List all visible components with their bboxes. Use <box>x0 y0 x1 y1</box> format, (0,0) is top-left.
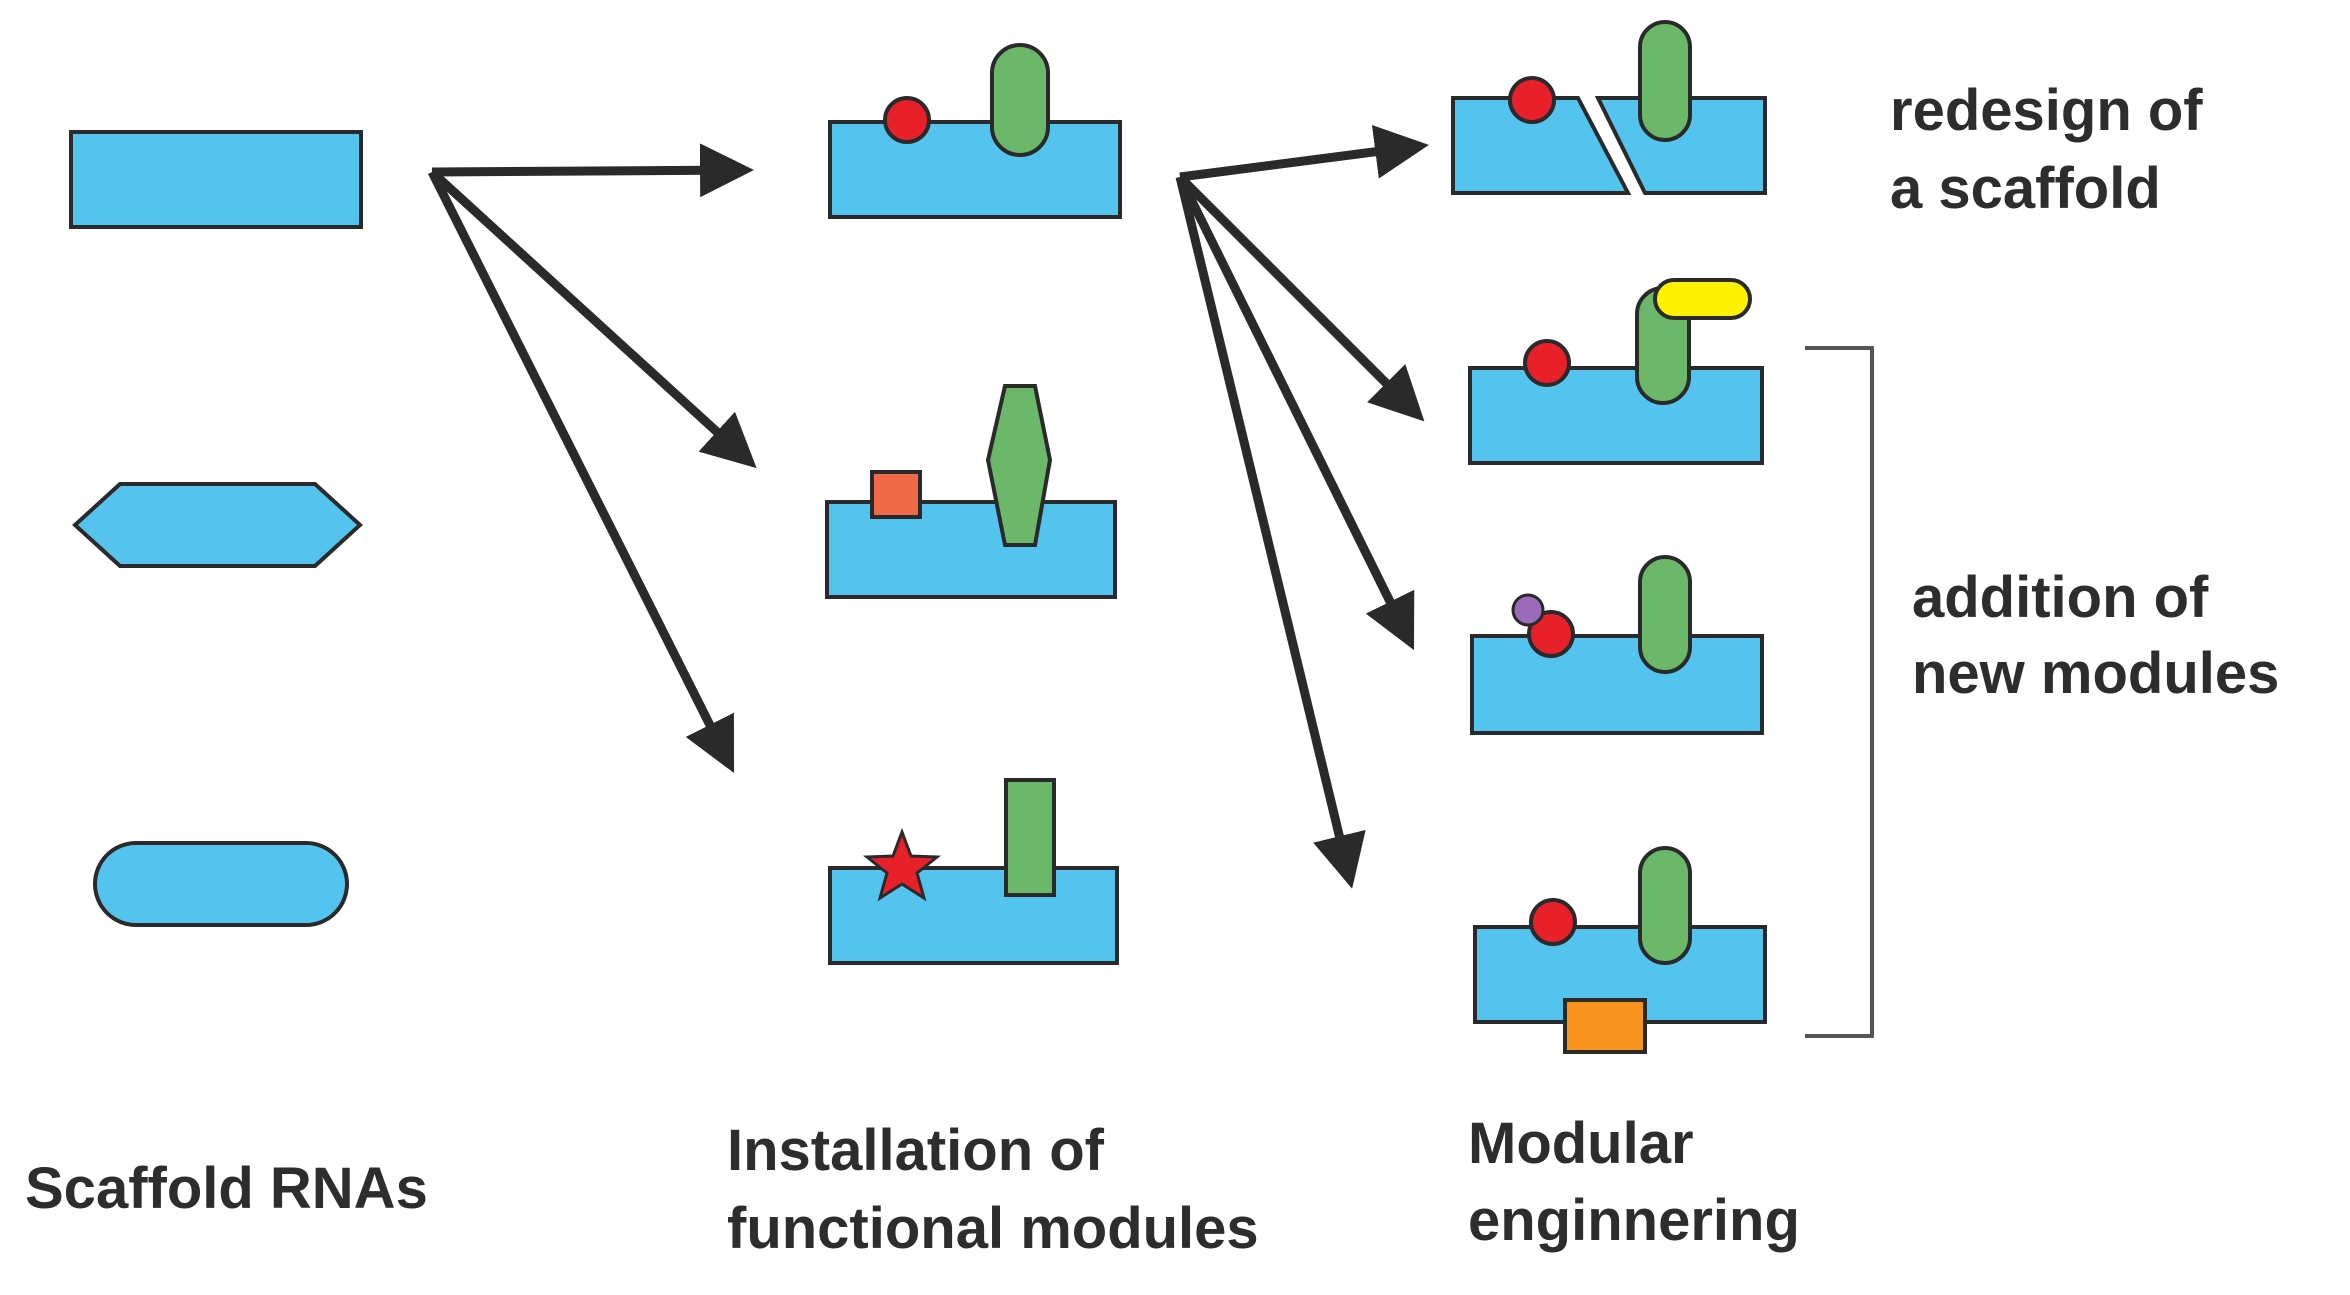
installation-scaffold-1 <box>828 120 1122 219</box>
arrows-to-installation <box>427 143 757 774</box>
installation-item-1 <box>828 43 1122 219</box>
red-circle <box>1529 898 1577 946</box>
green-rounded-bar <box>1638 20 1692 142</box>
scaffold-rounded-rectangle <box>93 841 349 927</box>
installation-label-line-2: functional modules <box>727 1196 1259 1261</box>
green-rounded-bar <box>990 43 1050 157</box>
yellow-pill <box>1653 278 1752 320</box>
scaffold-rectangle <box>69 130 363 229</box>
modular-label-line-1: Modular <box>1468 1111 1694 1176</box>
installation-label-line-1: Installation of <box>727 1118 1105 1183</box>
green-hexagon-bar <box>985 384 1053 547</box>
installation-item-3 <box>828 778 1119 965</box>
modular-item-3 <box>1470 555 1764 735</box>
modular-item-1 <box>1451 20 1767 195</box>
arrow-to-installation-2 <box>428 168 757 469</box>
red-circle <box>883 96 931 144</box>
installation-scaffold-3 <box>828 866 1119 965</box>
addition-label-line-1: addition of <box>1912 565 2209 630</box>
arrow-to-modular-2 <box>1176 173 1425 422</box>
addition-bracket <box>1805 346 1874 1038</box>
arrow-to-installation-3 <box>427 169 735 774</box>
modular-label-line-2: enginnering <box>1468 1188 1800 1253</box>
scaffold-hexagon <box>72 482 363 568</box>
red-circle <box>1523 339 1571 387</box>
red-circle <box>1527 610 1575 658</box>
scaffold-rnas-label: Scaffold RNAs <box>25 1156 428 1221</box>
scaffold-column <box>69 130 363 927</box>
purple-dot <box>1511 593 1545 627</box>
modular-item-4 <box>1473 846 1767 1054</box>
arrow-to-modular-3 <box>1175 175 1415 651</box>
green-rounded-bar <box>1638 846 1692 965</box>
modular-scaffold-2 <box>1468 366 1764 465</box>
red-star <box>862 827 942 902</box>
modular-scaffold-3 <box>1470 634 1764 735</box>
redesign-label-line-2: a scaffold <box>1890 156 2161 221</box>
arrow-to-modular-4 <box>1175 175 1366 889</box>
installation-item-2 <box>825 384 1117 599</box>
arrows-to-modular <box>1175 124 1429 889</box>
orange-bottom-block <box>1563 998 1647 1054</box>
redesign-label-line-1: redesign of <box>1890 78 2203 143</box>
green-rounded-bar <box>1638 555 1692 674</box>
green-rectangle-bar <box>1004 778 1056 897</box>
addition-label-line-2: new modules <box>1912 641 2279 706</box>
orange-square <box>870 470 922 519</box>
arrow-to-modular-1 <box>1179 124 1429 182</box>
arrow-to-installation-1 <box>431 143 754 198</box>
modular-item-2 <box>1468 278 1764 465</box>
red-circle <box>1508 76 1556 124</box>
